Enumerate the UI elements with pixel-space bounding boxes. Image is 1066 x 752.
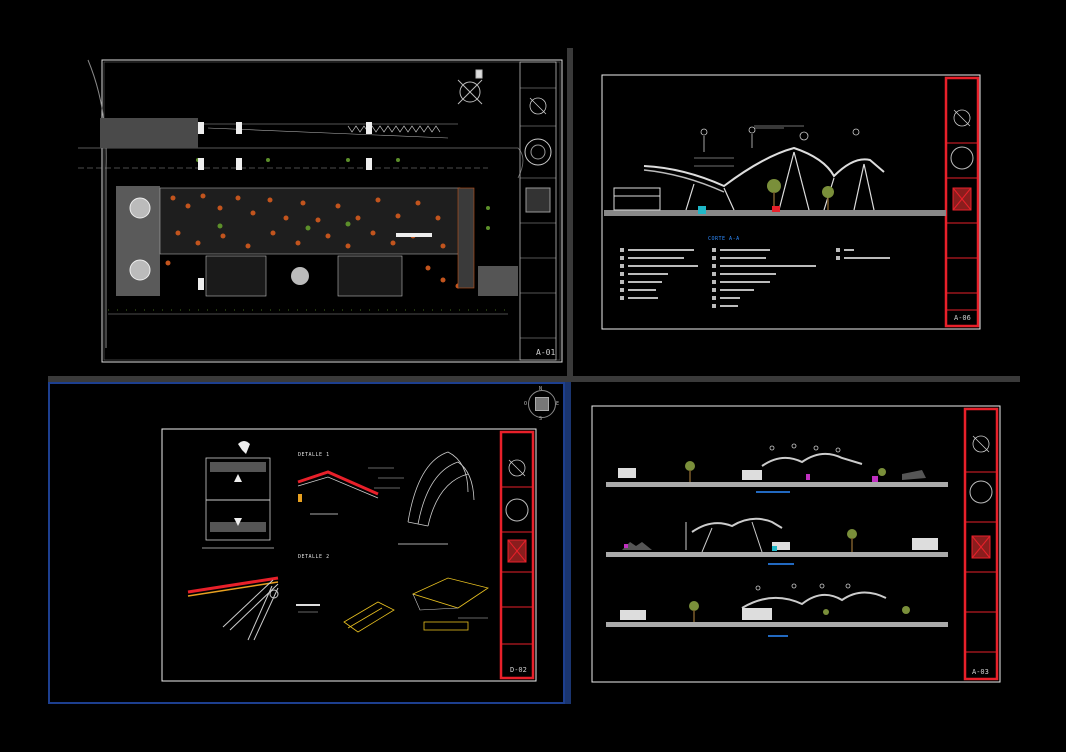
viewport-elevations[interactable]: A-03 [572, 382, 1020, 704]
site-plan-drawing [78, 59, 563, 363]
viewport-section-a[interactable]: CORTE A-A A-06 [574, 48, 1020, 376]
viewcube-ring [528, 390, 556, 418]
sheet-id: A-01 [536, 348, 556, 357]
sheet-id: A-03 [972, 668, 989, 676]
viewport-details[interactable]: N S E O [48, 382, 565, 704]
details-drawing [161, 428, 537, 682]
viewport-site-plan[interactable]: A-01 [48, 48, 566, 376]
viewport-divider-vertical-bottom[interactable] [565, 382, 571, 704]
elevations-drawing [591, 405, 1001, 683]
section-drawing [601, 74, 981, 330]
sheet-id: A-06 [954, 314, 971, 322]
viewcube-north[interactable]: N [539, 386, 543, 392]
viewcube-face[interactable] [535, 397, 549, 411]
viewport-divider-horizontal[interactable] [48, 376, 1020, 382]
detail-1-title: DETALLE 1 [298, 452, 330, 458]
viewcube-south[interactable]: S [539, 416, 543, 422]
viewcube-east[interactable]: E [556, 401, 560, 407]
viewcube-west[interactable]: O [524, 401, 528, 407]
detail-2-title: DETALLE 2 [298, 554, 330, 560]
sheet-id: D-02 [510, 666, 527, 674]
viewport-divider-vertical-top[interactable] [567, 48, 573, 378]
section-title: CORTE A-A [708, 236, 740, 242]
viewcube[interactable]: N S E O [524, 386, 560, 422]
